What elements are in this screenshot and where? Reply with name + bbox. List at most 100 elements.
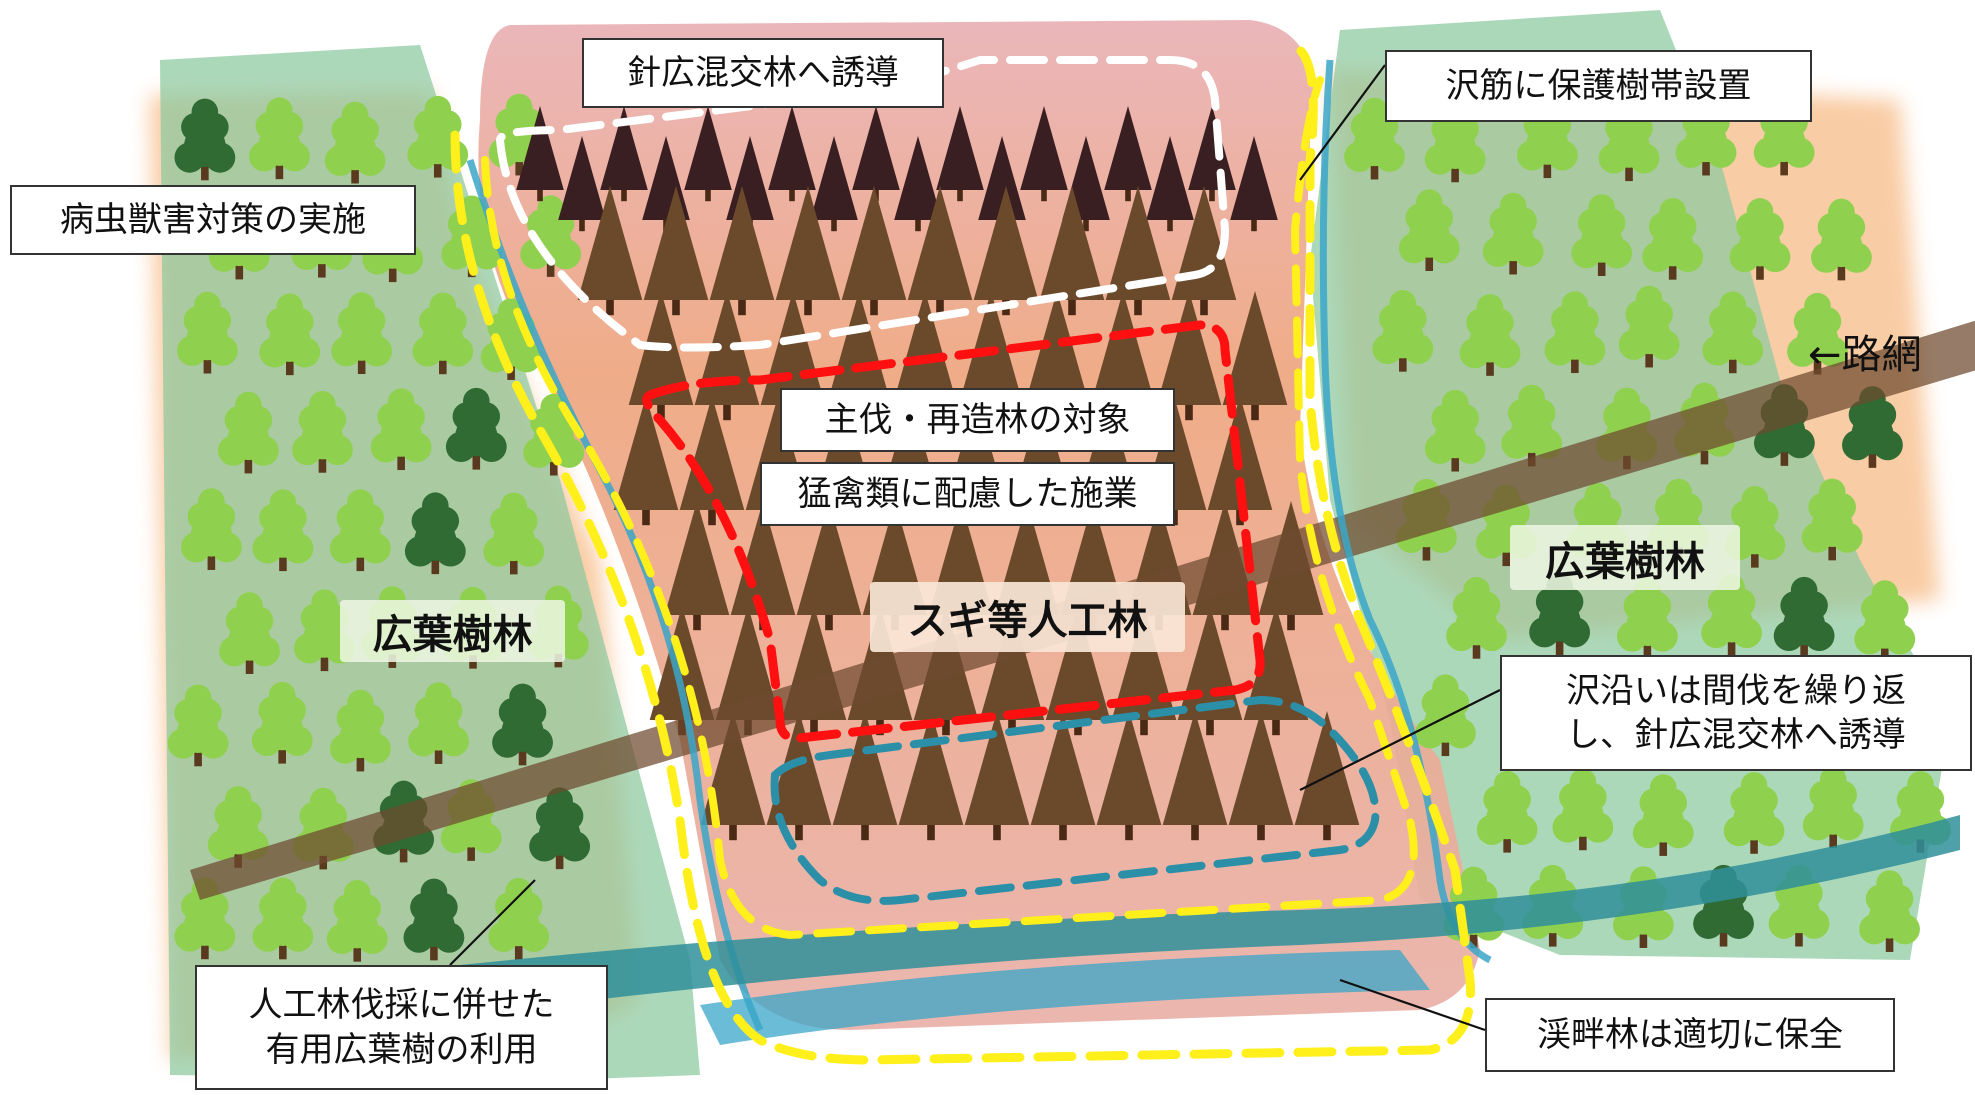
- label-useful-broadleaf: 人工林伐採に併せた 有用広葉樹の利用: [195, 965, 608, 1090]
- label-along-stream: 沢沿いは間伐を繰り返 し、針広混交林へ誘導: [1500, 655, 1972, 771]
- cedar-tree: [613, 396, 679, 526]
- cedar-tree: [898, 711, 964, 841]
- broadleaf-tree: [1398, 189, 1460, 271]
- broadleaf-tree: [488, 877, 550, 960]
- broadleaf-tree: [324, 101, 386, 184]
- broadleaf-tree: [177, 291, 238, 374]
- broadleaf-tree: [1415, 674, 1476, 757]
- cedar-tree: [1243, 606, 1309, 736]
- broadleaf-tree: [1859, 870, 1920, 952]
- stream-left: [466, 158, 764, 1032]
- broadleaf-tree: [1729, 198, 1791, 280]
- dark-cedar-tree: [1230, 136, 1278, 232]
- broadleaf-tree: [1801, 478, 1863, 561]
- cedar-tree: [775, 186, 841, 316]
- label-main-harvest-target: 主伐・再造林の対象: [780, 388, 1175, 452]
- cedar-tree: [1162, 711, 1228, 841]
- cedar-tree: [1156, 291, 1222, 421]
- dark-broadleaf-tree: [529, 787, 591, 870]
- blue-boundary: [770, 695, 1380, 905]
- dark-cedar-tree: [768, 106, 816, 202]
- cedar-tree: [709, 186, 775, 316]
- broadleaf-tree: [1723, 772, 1785, 854]
- cedar-tree: [1045, 606, 1111, 736]
- broadleaf-tree: [1571, 194, 1633, 276]
- leader-lines: [449, 64, 1501, 1032]
- cedar-tree: [679, 396, 745, 526]
- cedar-tree: [700, 711, 766, 841]
- cedar-tree: [979, 606, 1045, 736]
- cedar-tree: [1030, 711, 1096, 841]
- dark-broadleaf-tree: [403, 878, 465, 961]
- dark-cedar-tree: [810, 136, 858, 232]
- cedar-tree: [664, 501, 730, 631]
- broadleaf-tree: [1802, 766, 1864, 849]
- yellow-boundary-inner-left: [481, 76, 1418, 940]
- cedar-tree: [1096, 711, 1162, 841]
- dark-cedar-tree: [894, 136, 942, 232]
- label-broadleaf-forest-right: 広葉樹林: [1510, 525, 1740, 590]
- cedar-tree: [1111, 606, 1177, 736]
- dark-broadleaf-tree: [492, 683, 553, 766]
- dark-cedar-tree: [1104, 106, 1152, 202]
- cedar-tree: [907, 186, 973, 316]
- broadleaf-tree: [1787, 292, 1848, 375]
- broadleaf-tree: [1552, 768, 1614, 851]
- broadleaf-tree: [1854, 580, 1916, 662]
- dark-cedar-tree: [1146, 136, 1194, 232]
- broadleaf-tree: [292, 391, 353, 473]
- broadleaf-tree: [1701, 574, 1763, 656]
- broadleaf-tree: [217, 391, 279, 474]
- broadleaf-tree: [370, 388, 432, 471]
- dark-cedar-tree: [516, 106, 564, 202]
- dark-broadleaf-tree: [445, 387, 507, 470]
- label-riparian-conservation: 渓畔林は適切に保全: [1485, 998, 1895, 1072]
- broadleaf-tree: [408, 682, 469, 764]
- label-cedar-plantation: スギ等人工林: [870, 582, 1185, 652]
- cedar-tree: [796, 501, 862, 631]
- broadleaf-tree: [252, 877, 314, 960]
- dark-broadleaf-tree: [1529, 573, 1591, 655]
- broadleaf-tree: [326, 879, 388, 962]
- broadleaf-tree: [1446, 577, 1507, 659]
- label-pest-control: 病虫獣害対策の実施: [10, 185, 416, 255]
- dark-cedar-tree: [600, 106, 648, 202]
- label-road-network: ←路網: [1808, 332, 1922, 378]
- broadleaf-tree: [1482, 192, 1544, 275]
- leader-riparian: [1339, 978, 1486, 1032]
- dark-broadleaf-tree: [1842, 386, 1903, 468]
- broadleaf-tree: [1344, 97, 1405, 180]
- label-raptor-consideration: 猛禽類に配慮した施業: [760, 462, 1175, 526]
- broadleaf-tree: [252, 489, 314, 572]
- leader-along-stream: [1299, 689, 1501, 791]
- cedar-tree: [1171, 186, 1237, 316]
- cedar-tree: [643, 186, 709, 316]
- label-conifer-broadleaf-guidance: 針広混交林へ誘導: [582, 38, 944, 108]
- dark-cedar-tree: [1020, 106, 1068, 202]
- broadleaf-tree: [329, 489, 391, 572]
- cedar-tree: [1294, 711, 1360, 841]
- broadleaf-tree: [251, 681, 313, 764]
- dark-cedar-tree: [684, 106, 732, 202]
- broadleaf-tree: [180, 488, 242, 570]
- stream-right: [1319, 59, 1492, 964]
- cedar-tree: [832, 711, 898, 841]
- leader-stream-buffer: [1299, 64, 1386, 181]
- leader-useful-broadleaf: [449, 879, 536, 966]
- dark-broadleaf-tree: [1773, 576, 1835, 659]
- broadleaf-tree: [1424, 389, 1486, 472]
- broadleaf-tree: [440, 779, 502, 861]
- dark-broadleaf-tree: [174, 98, 236, 181]
- broadleaf-tree: [174, 877, 236, 960]
- cedar-tree: [1228, 711, 1294, 841]
- dark-cedar-tree: [1188, 106, 1236, 202]
- label-stream-buffer: 沢筋に保護樹帯設置: [1385, 50, 1812, 122]
- label-broadleaf-forest-left: 広葉樹林: [340, 600, 565, 662]
- cedar-tree: [964, 711, 1030, 841]
- broadleaf-tree: [1501, 384, 1563, 467]
- river-lower: [700, 950, 1430, 1045]
- broadleaf-tree: [1642, 197, 1704, 280]
- broadleaf-tree: [331, 292, 393, 375]
- broadleaf-tree: [1702, 291, 1764, 374]
- cedar-tree: [841, 186, 907, 316]
